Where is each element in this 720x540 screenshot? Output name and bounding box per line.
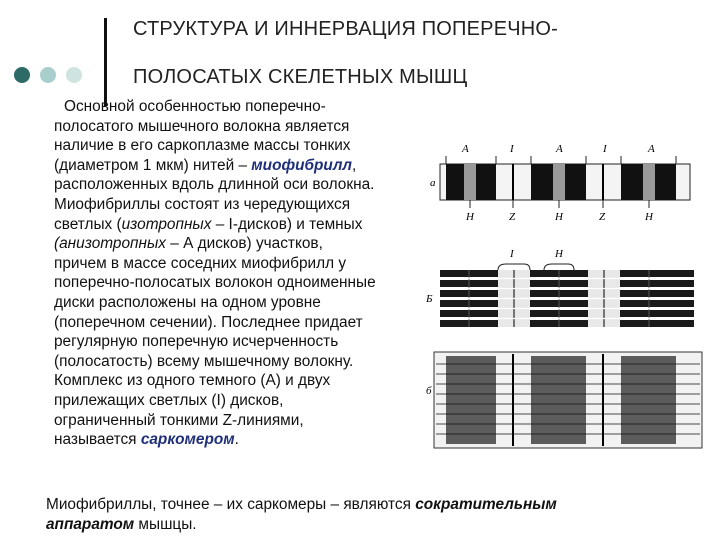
term-apparatus: аппаратом xyxy=(46,516,135,533)
term-contractile: сократительным xyxy=(415,496,557,513)
panel-a: а A I A I A xyxy=(430,143,691,223)
dot-dark xyxy=(14,67,30,83)
band-label-bottom: Z xyxy=(509,211,516,223)
text-fragment: . xyxy=(234,431,239,449)
band-lines-top xyxy=(445,156,677,164)
striated-rows xyxy=(440,270,694,327)
term-isotropic: изотропных xyxy=(121,215,212,233)
panel-c-tag: б xyxy=(426,385,432,397)
z-lines xyxy=(512,164,604,200)
band-label-bottom: Z xyxy=(599,211,606,223)
text-line: (поперечном сечении). Последнее придает xyxy=(54,313,363,331)
band-label-top: A xyxy=(647,143,655,155)
text-line: светлых (изотропных – I-дисков) и темных xyxy=(54,215,406,235)
panel-b-label-i: I xyxy=(509,248,515,260)
dot-light xyxy=(66,67,82,83)
band-lines-bottom xyxy=(469,200,650,208)
text-fragment: (диаметром 1 мкм) нитей – xyxy=(54,156,252,174)
bracket-i xyxy=(497,263,531,271)
text-line: Комплекс из одного темного (А) и двух xyxy=(54,372,331,390)
band-label-bottom: H xyxy=(554,211,564,223)
term-anisotropic: (анизотропных xyxy=(54,235,166,253)
title-divider xyxy=(104,18,107,106)
micrograph-filaments xyxy=(436,363,700,435)
text-line: (полосатость) всему мышечному волокну. xyxy=(54,352,354,370)
text-line: Основной особенностью поперечно- xyxy=(64,98,326,115)
dot-mid xyxy=(40,67,56,83)
text-fragment: – А дисков) участков, xyxy=(165,235,323,253)
text-line: Миофибриллы состоят из чередующихся xyxy=(54,195,351,213)
text-line: регулярную поперечную исчерченность xyxy=(54,333,339,351)
text-fragment: – I-дисков) и темных xyxy=(211,215,363,233)
panel-c: б xyxy=(426,351,703,449)
text-line: (анизотропных – А дисков) участков, xyxy=(54,234,406,254)
myofibril-figure: а A I A I A xyxy=(406,112,709,457)
micrograph-bands xyxy=(446,356,676,444)
band-label-top: I xyxy=(509,143,515,155)
title-line-2: ПОЛОСАТЫХ СКЕЛЕТНЫХ МЫШЦ xyxy=(133,66,468,88)
panel-b: I H Б xyxy=(425,248,694,327)
text-fragment: светлых ( xyxy=(54,215,122,233)
text-fragment: называется xyxy=(54,431,141,449)
bracket-h xyxy=(543,263,575,271)
band-label-bottom: H xyxy=(465,211,475,223)
text-line: (диаметром 1 мкм) нитей – миофибрилл, xyxy=(54,156,406,176)
term-myofibrils: миофибрилл xyxy=(251,156,352,174)
panel-b-label-h: H xyxy=(554,248,564,260)
text-line: поперечно-полосатых волокон одноименные xyxy=(54,274,376,292)
main-paragraph: Основной особенностью поперечно- полосат… xyxy=(54,97,406,450)
text-line: наличие в его саркоплазме массы тонких xyxy=(54,137,351,155)
text-fragment: мышцы. xyxy=(134,516,197,533)
band-label-top: I xyxy=(602,143,608,155)
text-line: расположенных вдоль длинной оси волокна. xyxy=(54,176,375,194)
myofibril-diagram: а A I A I A xyxy=(425,143,703,449)
micrograph-z-lines xyxy=(512,354,604,446)
panel-b-tag: Б xyxy=(425,293,433,305)
text-line: прилежащих светлых (I) дисков, xyxy=(54,391,284,409)
band-label-top: A xyxy=(555,143,563,155)
text-line: ограниченный тонкими Z-линиями, xyxy=(54,411,304,429)
row-gaps xyxy=(440,277,694,320)
panel-a-tag: а xyxy=(430,177,436,189)
title-line-1: СТРУКТУРА И ИННЕРВАЦИЯ ПОПЕРЕЧНО- xyxy=(133,18,559,40)
text-fragment: Миофибриллы, точнее – их саркомеры – явл… xyxy=(46,496,416,513)
text-line: аппаратом мышцы. xyxy=(46,515,706,535)
bottom-paragraph: Миофибриллы, точнее – их саркомеры – явл… xyxy=(46,495,706,535)
text-line: полосатого мышечного волокна является xyxy=(54,117,350,135)
text-line: диски расположены на одном уровне xyxy=(54,293,321,311)
h-zones xyxy=(464,164,655,200)
term-sarcomere: саркомером xyxy=(140,431,235,449)
text-line: Миофибриллы, точнее – их саркомеры – явл… xyxy=(46,495,706,515)
band-label-bottom: H xyxy=(644,211,654,223)
text-line: называется саркомером. xyxy=(54,430,406,450)
band-label-top: A xyxy=(461,143,469,155)
text-line: причем в массе соседних миофибрилл у xyxy=(54,254,347,272)
text-fragment: , xyxy=(351,156,357,174)
